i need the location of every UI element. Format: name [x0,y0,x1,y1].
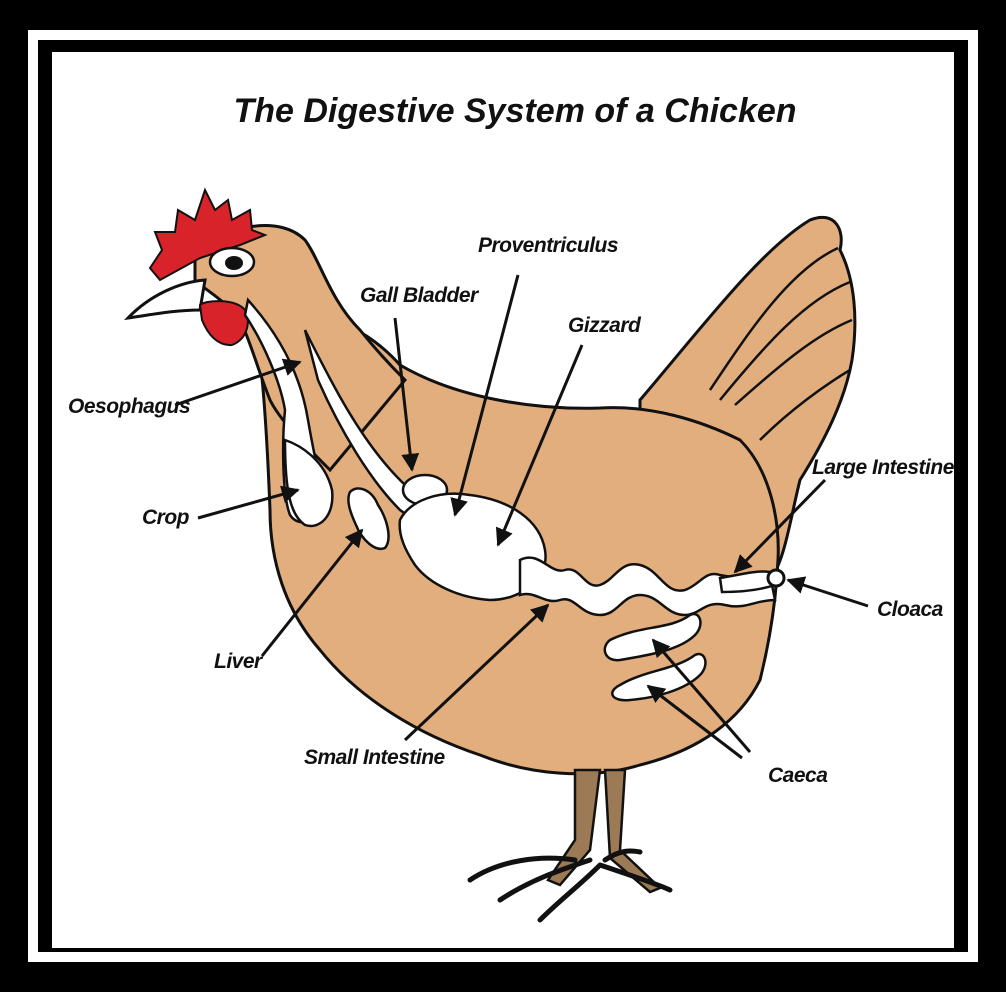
label-gall-bladder: Gall Bladder [360,284,480,307]
chicken-wattle [200,301,248,345]
label-gizzard: Gizzard [568,314,642,337]
diagram-title: The Digestive System of a Chicken [233,92,796,130]
chicken-diagram: The Digestive System of a Chicken [52,52,954,948]
label-small-intestine: Small Intestine [304,746,446,769]
label-proventriculus: Proventriculus [478,234,618,257]
cloaca-organ [768,570,784,586]
label-caeca: Caeca [768,764,828,787]
label-crop: Crop [142,506,190,529]
chicken-pupil [225,256,243,270]
label-cloaca: Cloaca [877,598,944,621]
chicken-beak [128,280,205,318]
pointer-cloaca [788,580,868,606]
label-oesophagus: Oesophagus [68,395,190,418]
chicken-toes [470,851,670,920]
label-large-intestine: Large Intestine [812,456,954,479]
diagram-canvas: The Digestive System of a Chicken [52,52,954,948]
label-liver: Liver [214,650,264,673]
